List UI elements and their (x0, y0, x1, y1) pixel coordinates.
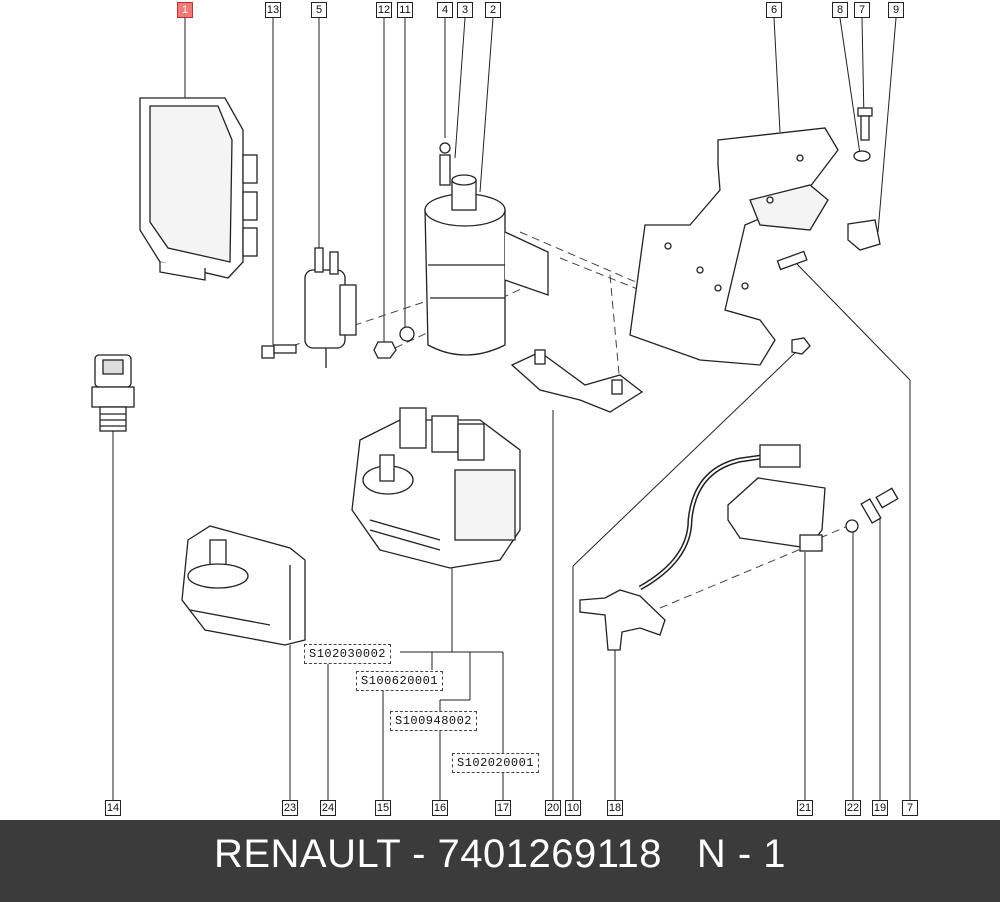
callout-3: 3 (457, 2, 473, 18)
temperature-sensor (91, 354, 135, 432)
mounting-plate (629, 127, 839, 366)
callout-13: 13 (265, 2, 281, 18)
ignition-coil (424, 142, 549, 356)
callout-11: 11 (397, 2, 413, 18)
callout-7-top: 7 (854, 2, 870, 18)
callout-1: 1 (177, 2, 193, 18)
callout-19: 19 (872, 800, 888, 816)
single-coil (181, 525, 306, 646)
exploded-parts-diagram (91, 17, 911, 800)
ref-code-4[interactable]: S102020001 (452, 753, 540, 773)
ref-code-2[interactable]: S100620001 (356, 671, 444, 691)
callout-7: 7 (902, 800, 918, 816)
callout-4: 4 (437, 2, 453, 18)
callout-12: 12 (376, 2, 392, 18)
footer-bar: RENAULT - 7401269118 N - 1 (0, 820, 1000, 902)
ref-code-3[interactable]: S100948002 (390, 711, 478, 731)
callout-9: 9 (888, 2, 904, 18)
callout-17: 17 (495, 800, 511, 816)
callout-5: 5 (311, 2, 327, 18)
bolt (261, 344, 297, 359)
nuts (373, 326, 415, 359)
relay (304, 247, 357, 368)
crankshaft-sensor (579, 444, 801, 651)
callout-23: 23 (282, 800, 298, 816)
callout-2: 2 (485, 2, 501, 18)
ecu-module (139, 97, 258, 281)
ignition-coil-pack (351, 407, 521, 569)
bolt-washer-clip (776, 107, 881, 355)
callout-20: 20 (545, 800, 561, 816)
callout-16: 16 (432, 800, 448, 816)
callout-15: 15 (375, 800, 391, 816)
ref-code-1[interactable]: S102030002 (304, 644, 392, 664)
part-number-caption: RENAULT - 7401269118 N - 1 (213, 832, 787, 876)
callout-22: 22 (845, 800, 861, 816)
callout-8: 8 (832, 2, 848, 18)
callout-6: 6 (766, 2, 782, 18)
callout-10: 10 (565, 800, 581, 816)
coil-bracket (510, 349, 644, 413)
callout-24: 24 (320, 800, 336, 816)
callout-21: 21 (797, 800, 813, 816)
callout-18: 18 (607, 800, 623, 816)
control-module (727, 477, 899, 552)
callout-14: 14 (105, 800, 121, 816)
